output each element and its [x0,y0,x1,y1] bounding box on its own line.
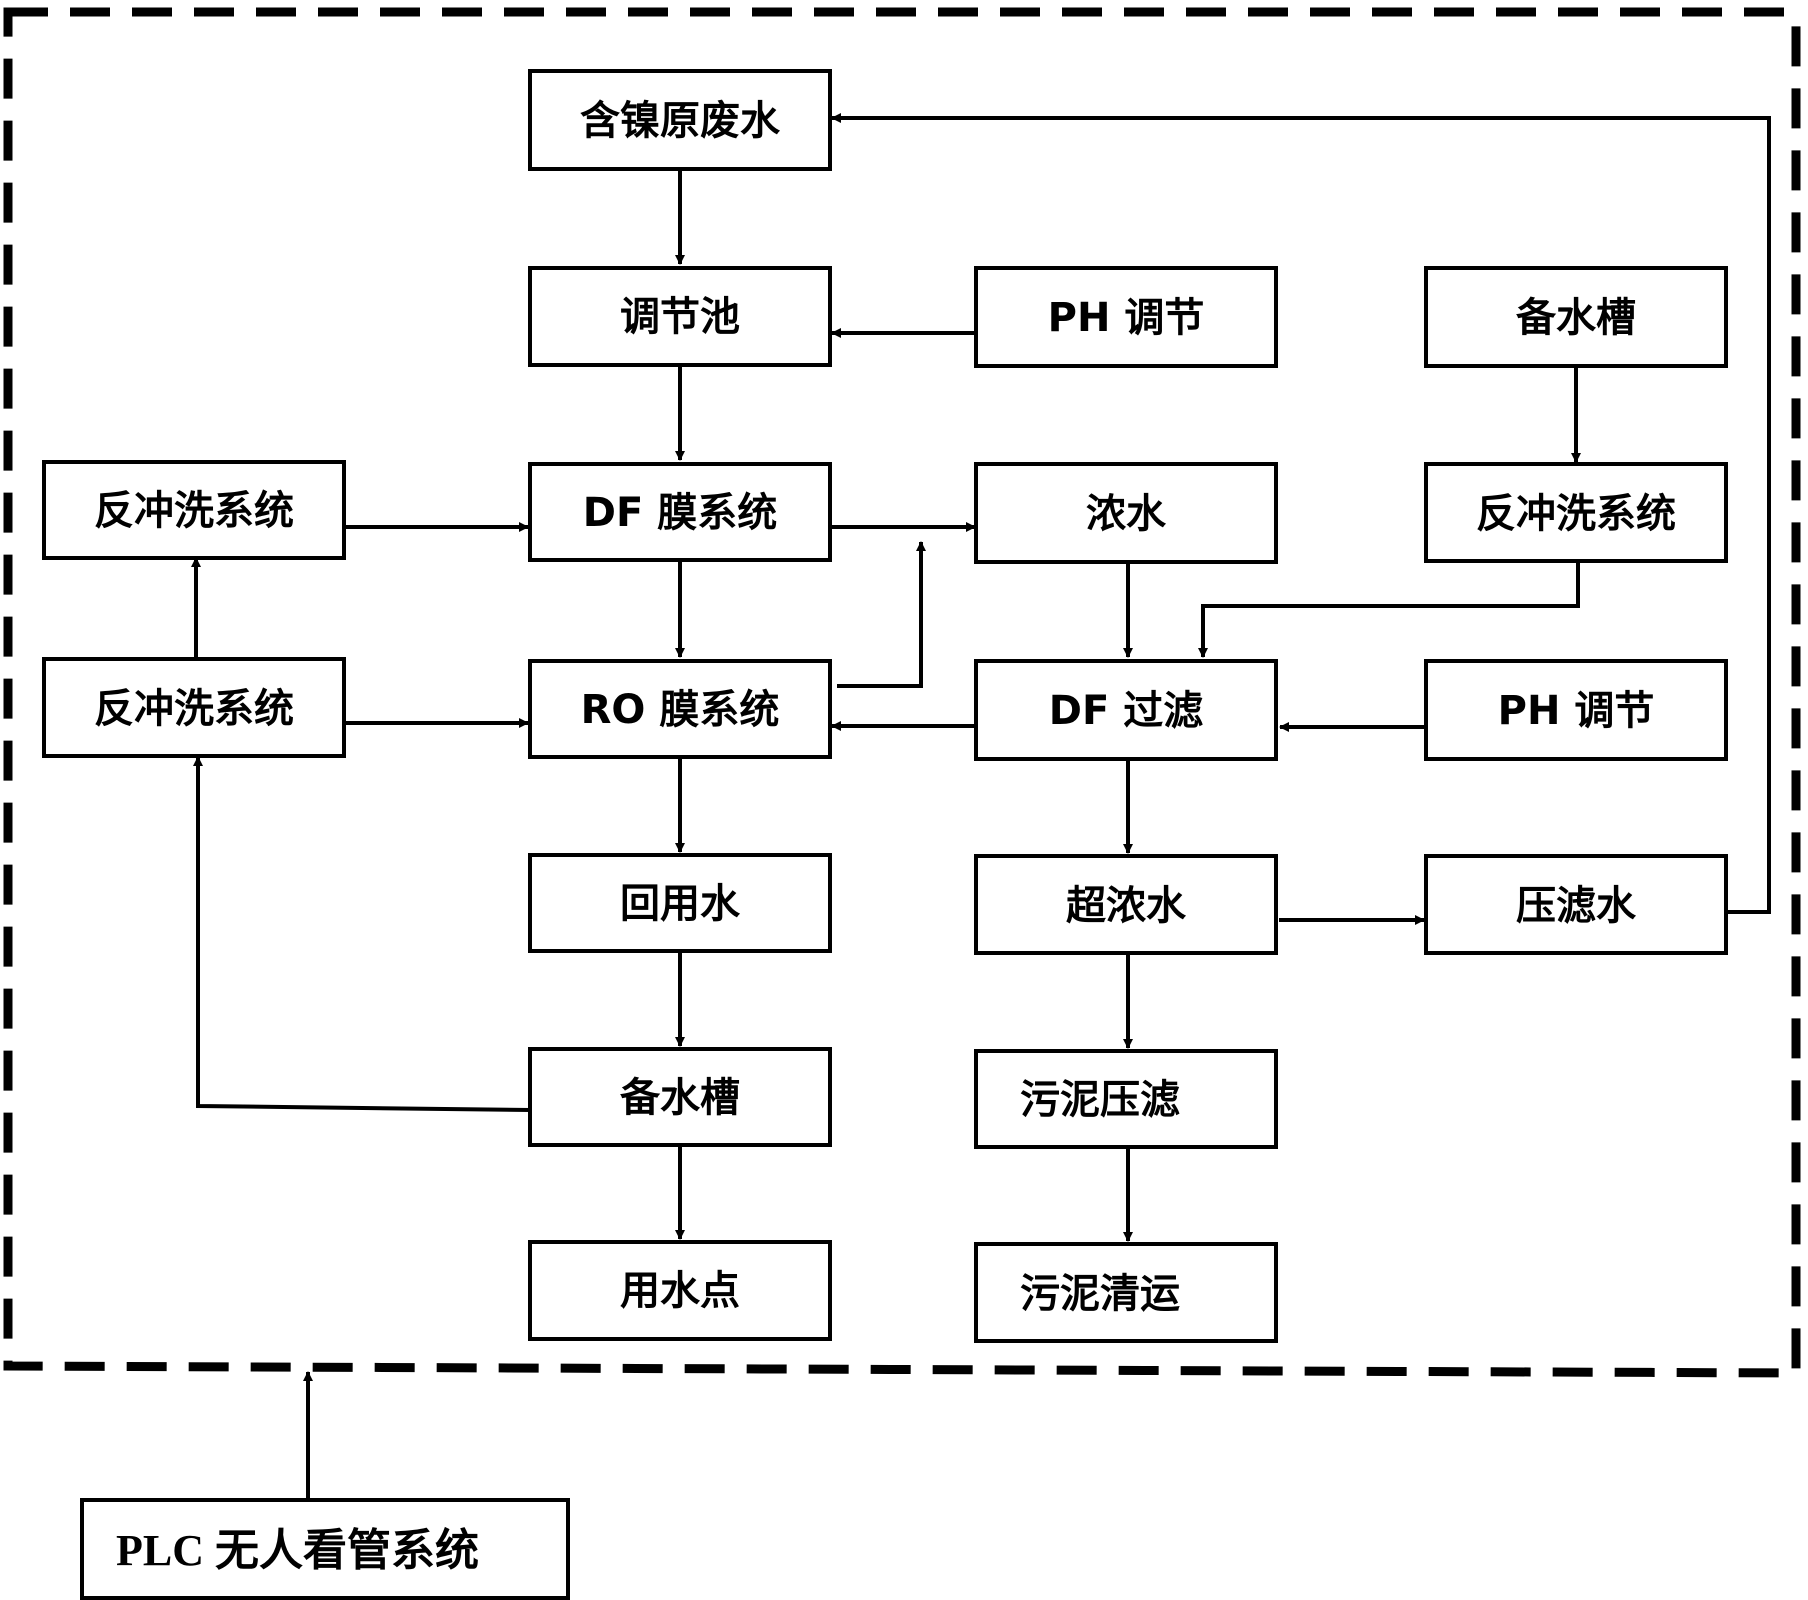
node-label: 备水槽 [1516,295,1636,341]
node-plc-system: PLC 无人看管系统 [80,1498,570,1600]
edge-ro-membrane-to-concentrate [837,541,926,688]
node-label: PLC 无人看管系统 [116,1526,479,1575]
node-label: 备水槽 [620,1075,740,1121]
node-filter-press-water: 压滤水 [1424,854,1728,955]
node-spare-tank-left: 备水槽 [528,1047,832,1147]
node-reuse-water: 回用水 [528,853,832,953]
edge-backwash-right-to-df-filtration [1198,562,1580,658]
node-df-filtration: DF 过滤 [974,659,1278,761]
node-label: 压滤水 [1516,883,1637,929]
node-label: 污泥清运 [1020,1271,1180,1317]
control-boundary [3,7,1801,1378]
node-df-membrane: DF 膜系统 [528,462,832,562]
node-label: 反冲洗系统 [94,686,294,732]
node-label: DF 过滤 [1049,688,1203,734]
node-label: PH 调节 [1498,688,1655,734]
node-ph-adjust-1: PH 调节 [974,266,1278,368]
node-water-use-point: 用水点 [528,1240,832,1341]
node-label: 回用水 [620,881,741,927]
node-label: 超浓水 [1066,883,1187,929]
node-label: 浓水 [1086,491,1167,537]
node-ph-adjust-2: PH 调节 [1424,659,1728,761]
node-label: 调节池 [620,294,740,340]
node-label: 用水点 [620,1268,740,1314]
node-backwash-left-top: 反冲洗系统 [42,460,346,560]
node-label: DF 膜系统 [583,490,777,536]
node-label: 反冲洗系统 [1476,491,1676,537]
node-label: 污泥压滤 [1020,1077,1180,1123]
edge-spare-left-to-backwash-bottom [193,756,531,1112]
node-raw-wastewater: 含镍原废水 [528,69,832,171]
node-backwash-left-bottom: 反冲洗系统 [42,657,346,758]
node-super-concentrate: 超浓水 [974,854,1278,955]
node-backwash-right: 反冲洗系统 [1424,462,1728,563]
node-label: PH 调节 [1048,295,1205,341]
node-ro-membrane: RO 膜系统 [528,659,832,759]
node-label: RO 膜系统 [581,687,780,733]
node-label: 反冲洗系统 [94,488,294,534]
node-concentrate: 浓水 [974,462,1278,564]
edge-press-water-to-raw-wastewater [831,113,1771,914]
node-equalization-tank: 调节池 [528,266,832,367]
node-label: 含镍原废水 [580,98,781,144]
node-sludge-removal: 污泥清运 [974,1242,1278,1343]
node-sludge-press: 污泥压滤 [974,1049,1278,1149]
edges [191,113,1771,1498]
node-spare-tank-right: 备水槽 [1424,266,1728,368]
